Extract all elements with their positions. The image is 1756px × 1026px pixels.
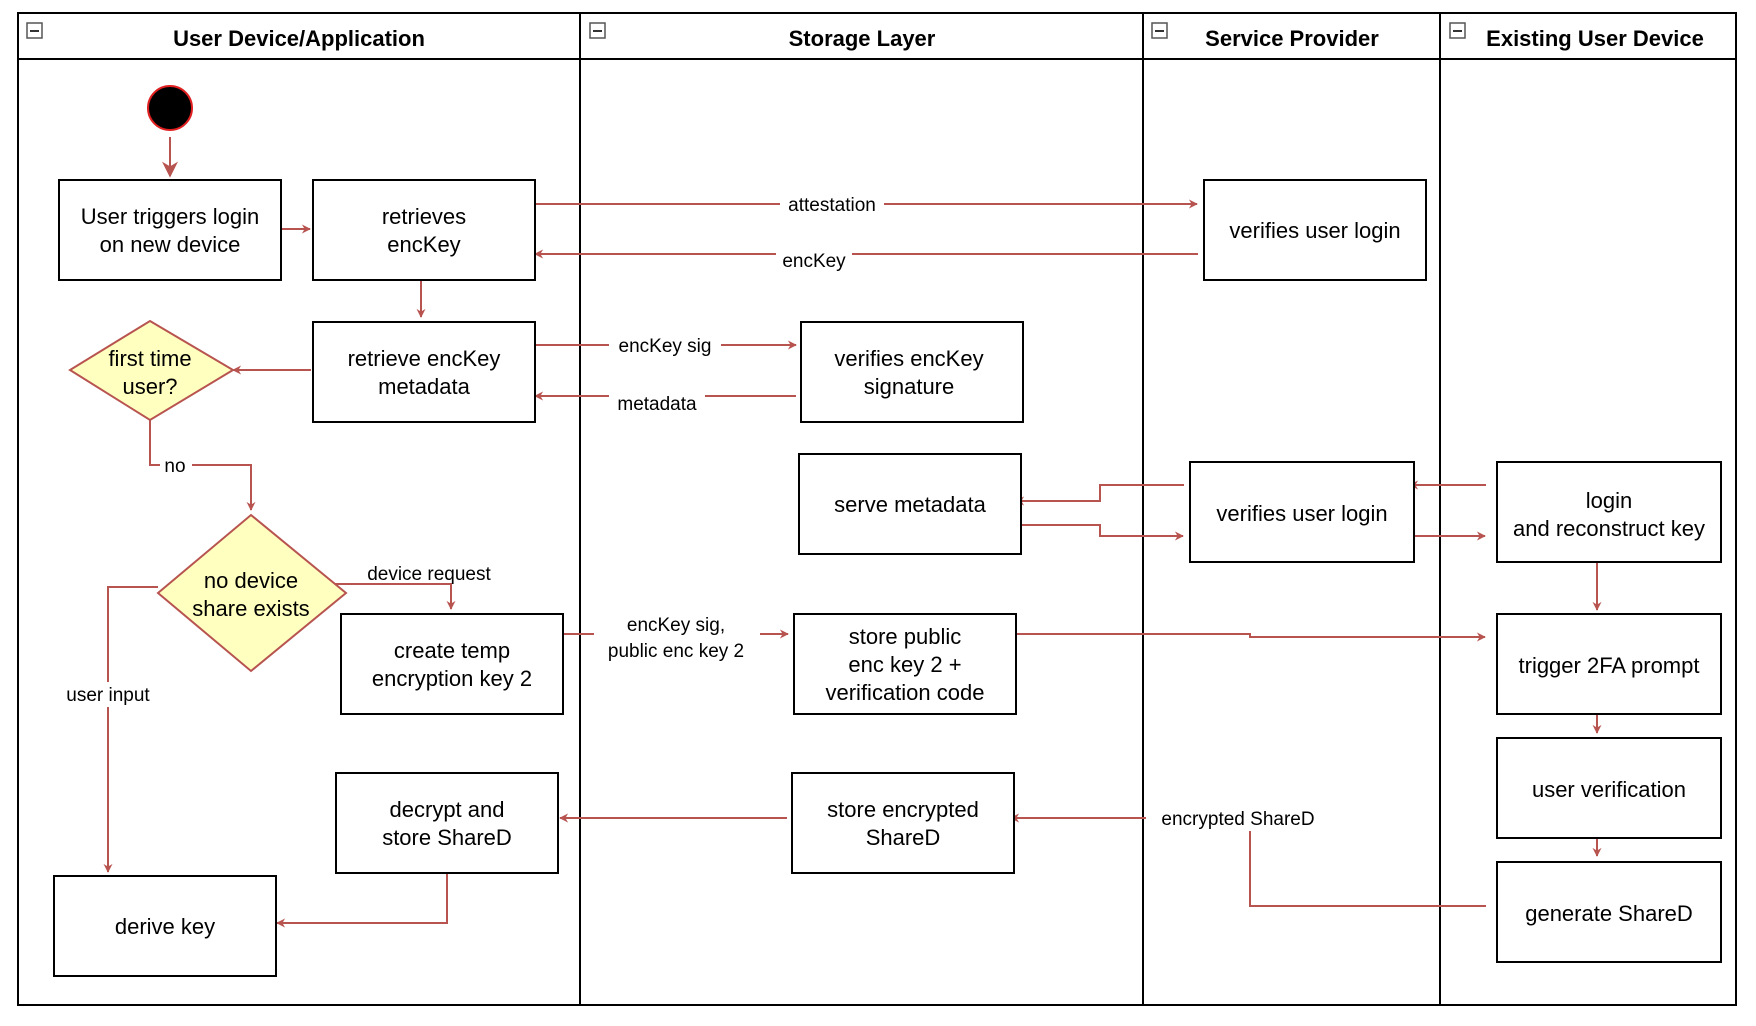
node-decrypt-store-shared: decrypt and store ShareD (335, 772, 559, 874)
edge-decision-no (149, 420, 256, 511)
edge-user-input (103, 586, 158, 873)
node-login-reconstruct-key: login and reconstruct key (1496, 461, 1722, 563)
edge-label-enckey-sig: encKey sig (619, 336, 712, 357)
node-trigger-login: User triggers login on new device (58, 179, 282, 281)
edge-store-to-2fa (1011, 632, 1486, 642)
edge-provider-to-serve (1015, 484, 1184, 506)
node-label: store public (849, 624, 962, 649)
node-label: store ShareD (382, 825, 512, 850)
decision-label: first time (108, 346, 191, 371)
lane-header-user-device: User Device/Application (26, 22, 425, 51)
decision-label: share exists (192, 596, 309, 621)
node-label: metadata (378, 374, 470, 399)
lane-title: Service Provider (1205, 26, 1379, 51)
node-label: encKey (387, 232, 460, 257)
edge-label-attestation: attestation (788, 195, 876, 216)
node-label: verifies encKey (834, 346, 983, 371)
collapse-icon[interactable] (26, 22, 43, 39)
node-label: generate ShareD (1525, 901, 1693, 926)
node-label: create temp (394, 638, 510, 663)
node-label: encryption key 2 (372, 666, 532, 691)
node-label: decrypt and (390, 797, 505, 822)
node-label: signature (864, 374, 955, 399)
node-label: retrieves (382, 204, 466, 229)
swimlane-frame (17, 12, 1737, 1006)
edge-serve-to-provider (1015, 524, 1184, 541)
node-create-temp-key: create temp encryption key 2 (340, 613, 564, 715)
edge-label-device-request: device request (367, 564, 491, 585)
edge-label-encrypted-shared: encrypted ShareD (1161, 809, 1314, 830)
lane-header-storage-layer: Storage Layer (589, 22, 936, 51)
lane-header-existing-user-device: Existing User Device (1449, 22, 1704, 51)
decision-label: user? (122, 374, 177, 399)
node-label: serve metadata (834, 492, 986, 517)
node-label: verifies user login (1216, 501, 1387, 526)
edge-label-enckey: encKey (782, 251, 846, 272)
lane-title: Existing User Device (1486, 26, 1704, 51)
node-serve-metadata: serve metadata (798, 453, 1022, 555)
node-trigger-2fa-prompt: trigger 2FA prompt (1496, 613, 1722, 715)
node-label: User triggers login (81, 204, 260, 229)
edge-label-no: no (164, 456, 185, 477)
edge-encrypted-shared (1010, 813, 1486, 907)
node-verifies-user-login-1: verifies user login (1203, 179, 1427, 281)
node-label: enc key 2 + (848, 652, 961, 677)
node-store-encrypted-shared: store encrypted ShareD (791, 772, 1015, 874)
node-label: ShareD (866, 825, 941, 850)
node-label: login (1586, 488, 1632, 513)
start-node (147, 85, 193, 131)
edge-label-public-enc-key-line2: public enc key 2 (608, 641, 744, 662)
node-verifies-enckey-signature: verifies encKey signature (800, 321, 1024, 423)
node-label: derive key (115, 914, 215, 939)
lane-header-service-provider: Service Provider (1151, 22, 1379, 51)
collapse-icon[interactable] (1449, 22, 1466, 39)
collapse-icon[interactable] (1151, 22, 1168, 39)
decision-label: no device (204, 568, 298, 593)
decision-no-device-share: no device share exists (156, 513, 348, 673)
lane-title: Storage Layer (789, 26, 936, 51)
node-generate-shared: generate ShareD (1496, 861, 1722, 963)
node-label: trigger 2FA prompt (1519, 653, 1700, 678)
edge-label-enckey-sig-line1: encKey sig, (627, 615, 725, 636)
edge-label-user-input: user input (66, 685, 150, 706)
node-retrieve-enckey-metadata: retrieve encKey metadata (312, 321, 536, 423)
node-user-verification: user verification (1496, 737, 1722, 839)
node-retrieves-enckey: retrieves encKey (312, 179, 536, 281)
node-store-public-key: store public enc key 2 + verification co… (793, 613, 1017, 715)
node-label: retrieve encKey (348, 346, 501, 371)
node-derive-key: derive key (53, 875, 277, 977)
node-label: verification code (826, 680, 985, 705)
node-label: verifies user login (1229, 218, 1400, 243)
node-verifies-user-login-2: verifies user login (1189, 461, 1415, 563)
node-label: and reconstruct key (1513, 516, 1705, 541)
collapse-icon[interactable] (589, 22, 606, 39)
lane-title: User Device/Application (173, 26, 425, 51)
decision-first-time-user: first time user? (68, 319, 235, 422)
edge-label-metadata: metadata (617, 394, 697, 415)
edge-decrypt-to-derive (276, 868, 448, 928)
node-label: user verification (1532, 777, 1686, 802)
edge-device-request (331, 583, 456, 610)
edge-labels: attestation encKey encKey sig metadata n… (56, 191, 1332, 831)
node-label: on new device (100, 232, 241, 257)
node-label: store encrypted (827, 797, 979, 822)
